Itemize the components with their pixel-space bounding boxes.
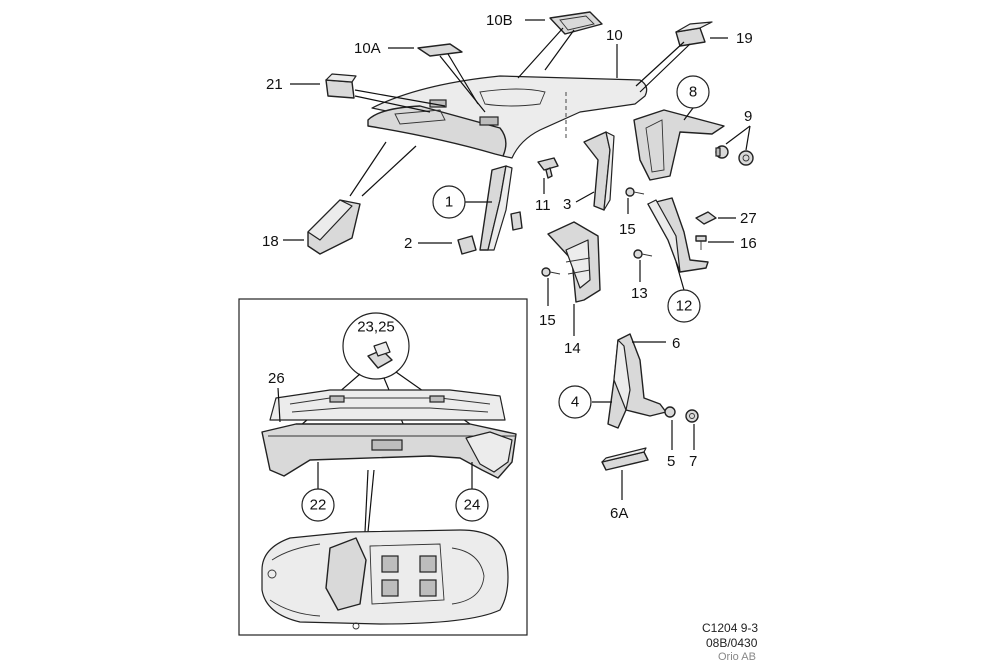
label-6: 6 — [672, 335, 680, 352]
callout-circle-8 — [676, 75, 710, 109]
foam-block-part-19 — [675, 21, 713, 47]
screw-part-15-lower — [541, 267, 561, 277]
label-23-25: 23,25 — [357, 319, 395, 336]
reference-code: C1204 9-3 — [702, 621, 758, 635]
label-9: 9 — [744, 108, 752, 125]
label-10a: 10A — [354, 40, 381, 57]
reference-date: 08B/0430 — [706, 636, 758, 650]
leader-lines — [283, 19, 751, 500]
clip-part-27 — [695, 211, 717, 225]
label-7: 7 — [689, 453, 697, 470]
label-11: 11 — [535, 197, 551, 214]
pillar-lower-part-6 — [607, 333, 667, 429]
callout-circle-24 — [455, 488, 489, 522]
label-8: 8 — [689, 84, 697, 101]
callout-circle-12 — [667, 289, 701, 323]
foam-block-part-18 — [307, 199, 361, 255]
label-14: 14 — [564, 340, 581, 357]
callout-circles — [432, 75, 710, 419]
screw-part-15-upper — [625, 187, 645, 197]
pad-part-6a — [601, 447, 649, 471]
label-10: 10 — [606, 27, 623, 44]
fasteners-part-9 — [715, 145, 754, 166]
reference-block: C1204 9-3 08B/0430 Orio AB — [702, 621, 758, 663]
clip-near-part-1 — [510, 211, 523, 231]
label-10b: 10B — [486, 12, 513, 29]
c-pillar-trim-part-12 — [647, 197, 709, 273]
label-21: 21 — [266, 76, 283, 93]
callout-circle-4 — [558, 385, 592, 419]
b-pillar-upper-part-3 — [583, 131, 615, 211]
inset-frame — [238, 298, 528, 636]
label-12: 12 — [676, 298, 693, 315]
label-15-upper: 15 — [619, 221, 636, 238]
side-trim-part-24 — [465, 431, 513, 473]
callout-circle-1 — [432, 185, 466, 219]
bracket-part-10a — [417, 43, 463, 57]
label-26: 26 — [268, 370, 285, 387]
fastener-part-5 — [664, 406, 676, 418]
label-2: 2 — [404, 235, 412, 252]
label-19: 19 — [736, 30, 753, 47]
label-13: 13 — [631, 285, 648, 302]
label-5: 5 — [667, 453, 675, 470]
label-22: 22 — [310, 497, 327, 514]
reference-publisher: Orio AB — [718, 651, 756, 663]
screw-part-13 — [633, 249, 653, 259]
label-3: 3 — [563, 196, 571, 213]
fastener-part-7 — [685, 409, 699, 423]
label-16: 16 — [740, 235, 757, 252]
label-24: 24 — [464, 497, 481, 514]
b-pillar-lower-part-14 — [547, 221, 601, 303]
a-pillar-trim-part-1 — [479, 165, 513, 251]
clip-part-2 — [457, 235, 477, 255]
foam-block-part-21 — [325, 73, 357, 99]
label-4: 4 — [571, 394, 579, 411]
label-27: 27 — [740, 210, 757, 227]
part-labels: 10B 10 19 10A 21 1 8 9 11 3 15 27 16 18 … — [262, 12, 757, 522]
bolt-part-16 — [695, 235, 707, 250]
label-1: 1 — [445, 194, 453, 211]
convertible-inset: 23,25 26 22 24 — [238, 298, 528, 636]
roof-frame-part-26 — [269, 389, 506, 421]
rear-trim-panel-part-22 — [261, 423, 517, 479]
callout-circle-22 — [301, 488, 335, 522]
clip-part-23-25 — [367, 341, 393, 369]
clip-part-11 — [537, 157, 559, 179]
label-6a: 6A — [610, 505, 628, 522]
convertible-car-outline — [261, 529, 509, 630]
label-15-lower: 15 — [539, 312, 556, 329]
label-18: 18 — [262, 233, 279, 250]
quarter-trim-part-8 — [633, 109, 725, 181]
sunroof-frame-part-10b — [549, 11, 603, 35]
